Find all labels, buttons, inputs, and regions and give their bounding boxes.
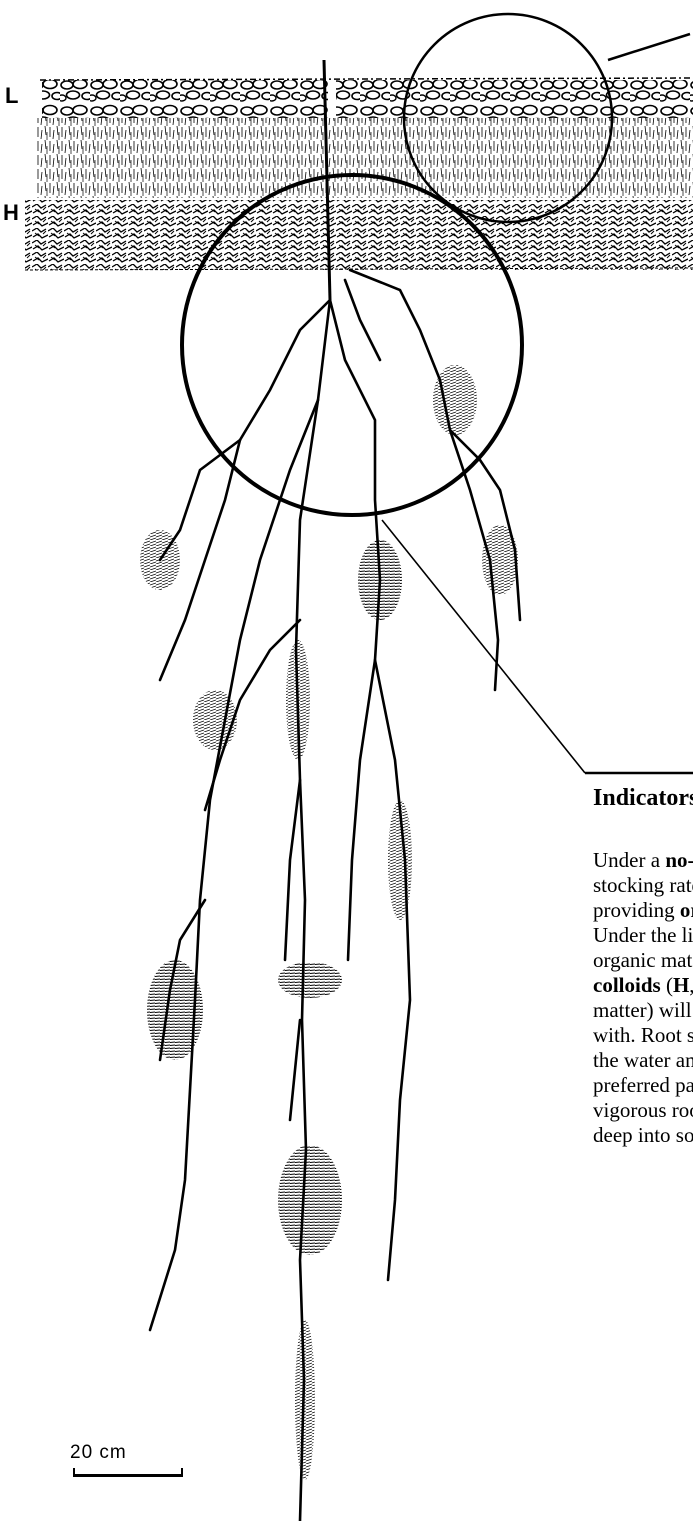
caption-line: Under a no-till: [593, 848, 693, 873]
caption-text-block: Indicators o Under a no-tillstocking rat…: [593, 785, 693, 1148]
scale-bar: [73, 1468, 183, 1477]
caption-line: with. Root syst: [593, 1023, 693, 1048]
caption-line: providing orga: [593, 898, 693, 923]
litter-layer-label: L: [5, 85, 18, 107]
caption-line-text: stocking rates a: [593, 873, 693, 897]
caption-line: the water and i: [593, 1048, 693, 1073]
caption-line-text: providing: [593, 898, 680, 922]
caption-line: preferred pastu: [593, 1073, 693, 1098]
caption-line-text: vigorous rootin: [593, 1098, 693, 1122]
caption-line-bold: no-till: [665, 848, 693, 872]
caption-line-text: preferred pastu: [593, 1073, 693, 1097]
fibrous-layer: [36, 118, 693, 198]
caption-line: matter) will dis: [593, 998, 693, 1023]
caption-line: deep into soil: [593, 1123, 693, 1148]
caption-line: organic materi: [593, 948, 693, 973]
caption-line-text: Under a: [593, 848, 665, 872]
root-hairs: [140, 365, 518, 1480]
caption-line: colloids (H, pr: [593, 973, 693, 998]
caption-line-text: organic materi: [593, 948, 693, 972]
caption-line-bold: H: [673, 973, 689, 997]
caption-line: stocking rates a: [593, 873, 693, 898]
humus-layer-label: H: [3, 202, 19, 224]
caption-line-text: deep into soil: [593, 1123, 693, 1147]
humus-layer: [25, 200, 693, 270]
caption-line: Under the litter: [593, 923, 693, 948]
caption-line-text: , pr: [689, 973, 693, 997]
scale-label: 20 cm: [70, 1442, 127, 1464]
root-system: [150, 270, 520, 1521]
caption-paragraph: Under a no-tillstocking rates aproviding…: [593, 848, 693, 1148]
caption-line-text: (: [661, 973, 673, 997]
caption-line-text: the water and i: [593, 1048, 693, 1072]
caption-line: vigorous rootin: [593, 1098, 693, 1123]
caption-heading: Indicators o: [593, 785, 693, 812]
litter-layer: [40, 78, 693, 118]
caption-line-text: Under the litter: [593, 923, 693, 947]
caption-line-text: with. Root syst: [593, 1023, 693, 1047]
caption-line-bold: orga: [680, 898, 693, 922]
caption-line-text: matter) will dis: [593, 998, 693, 1022]
caption-line-bold: colloids: [593, 973, 661, 997]
